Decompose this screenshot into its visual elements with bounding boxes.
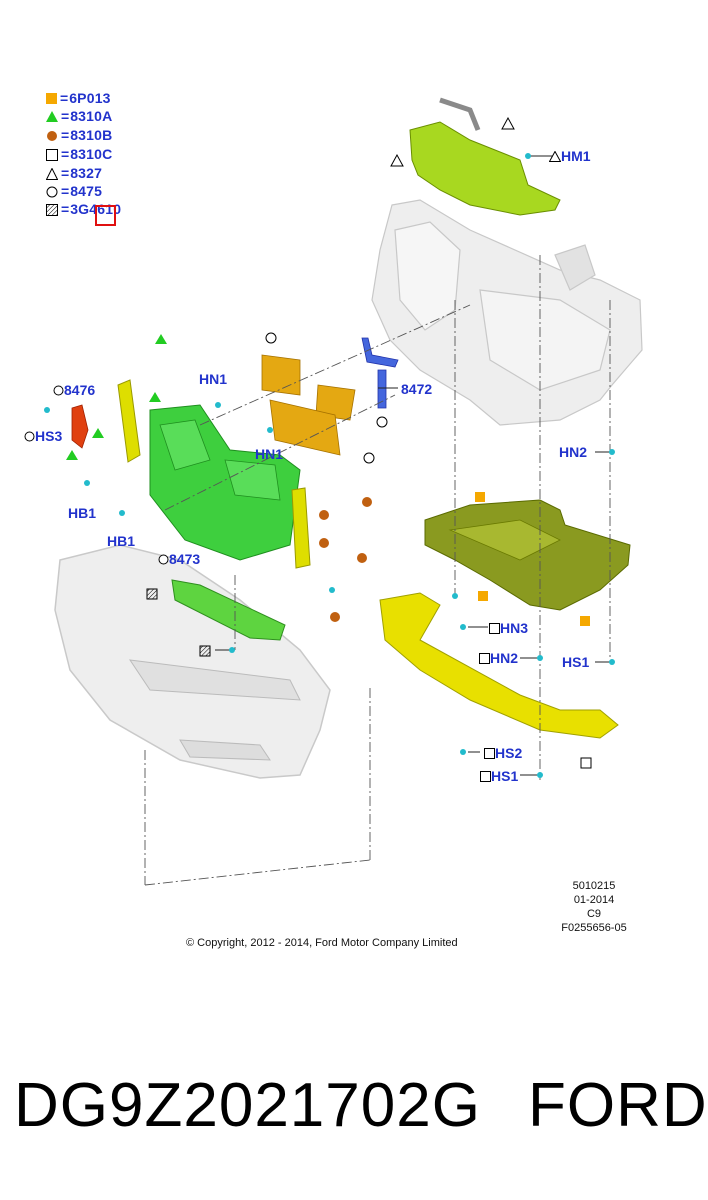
copyright-notice: © Copyright, 2012 - 2014, Ford Motor Com… <box>186 937 458 949</box>
open-circle-icon <box>46 185 58 198</box>
meta-figure-id: F0255656-05 <box>561 922 627 934</box>
orange-square-markers <box>475 492 590 626</box>
legend-code: 6P013 <box>69 90 111 106</box>
open-square-icon <box>480 771 491 782</box>
callout-hn1-top-label: HN1 <box>199 371 228 387</box>
callout-hn3: HN3 <box>489 620 528 636</box>
callout-hs1-right-label: HS1 <box>562 654 590 670</box>
legend-row-8327: = 8327 <box>45 164 103 182</box>
fastener-dots <box>44 153 615 778</box>
hatched-square-icon <box>46 203 58 216</box>
callout-hn2-low: HN2 <box>479 650 518 666</box>
splash-shield <box>379 592 619 739</box>
engine-undertray <box>424 499 631 611</box>
open-circle-icon <box>24 431 35 442</box>
meta-variant: C9 <box>586 908 602 920</box>
legend-equals: = <box>60 90 69 106</box>
bracket-8472 <box>361 337 399 409</box>
callout-hs1-right: HS1 <box>562 654 589 670</box>
seal-8476 <box>71 404 89 449</box>
open-square-markers <box>580 757 592 769</box>
callout-8472: 8472 <box>401 381 432 397</box>
open-circle-icon <box>53 385 64 396</box>
green-triangle-markers <box>66 334 167 460</box>
callout-hn1-mid: HN1 <box>255 446 283 462</box>
callout-hb1-left-label: HB1 <box>68 505 97 521</box>
yellow-bracket-left <box>117 379 141 463</box>
meta-code: 5010215 <box>572 880 616 892</box>
highlight-box <box>95 205 116 226</box>
shutter-blades-upper <box>261 354 356 456</box>
open-square-icon <box>479 653 490 664</box>
legend-equals: = <box>61 183 70 199</box>
part-number: DG9Z2021702G <box>14 1071 481 1140</box>
filled-brown-circle-icon <box>46 129 58 141</box>
legend-code: 8310B <box>70 127 113 143</box>
callout-hn3-label: HN3 <box>500 620 529 636</box>
open-circle-icon <box>158 554 169 565</box>
callout-hn1-top: HN1 <box>199 371 227 387</box>
open-triangle-icon <box>45 167 59 180</box>
callout-8473: 8473 <box>158 551 200 567</box>
callout-hb1-right-label: HB1 <box>107 533 136 549</box>
legend-row-8475: = 8475 <box>46 182 102 200</box>
callout-hb1-left: HB1 <box>68 505 96 521</box>
legend-equals: = <box>61 108 70 124</box>
legend-code: 8310C <box>70 146 113 162</box>
open-triangle-markers <box>390 116 515 167</box>
lower-air-deflector <box>171 579 286 641</box>
callout-hs3-label: HS3 <box>35 428 63 444</box>
upper-radiator-cover <box>409 97 561 216</box>
callout-hs1-low: HS1 <box>480 768 518 784</box>
legend-code: 8327 <box>70 165 103 181</box>
brand-name: FORD <box>528 1071 708 1140</box>
filled-green-triangle-icon <box>46 110 58 122</box>
bumper-cover <box>54 544 331 779</box>
legend-row-6p013: = 6P013 <box>46 89 111 107</box>
callout-hm1: HM1 <box>548 148 591 164</box>
callout-hn2-right-label: HN2 <box>559 444 588 460</box>
parts-diagram: = 6P013 = 8310A = 8310B = 8310C = 8327 = <box>24 89 643 949</box>
callout-hs2: HS2 <box>484 745 522 761</box>
open-circle-markers <box>265 332 388 464</box>
air-deflector-8473 <box>149 404 301 561</box>
callout-hs3: HS3 <box>24 428 62 444</box>
legend-equals: = <box>61 127 70 143</box>
legend-row-8310c: = 8310C <box>46 145 112 163</box>
open-square-icon <box>484 748 495 759</box>
meta-date: 01-2014 <box>573 894 615 906</box>
callout-hn2-right: HN2 <box>559 444 587 460</box>
yellow-bracket-right <box>291 487 311 569</box>
callout-8472-label: 8472 <box>401 381 433 397</box>
radiator-support <box>371 199 643 426</box>
callout-hs1-low-label: HS1 <box>491 768 519 784</box>
legend-row-8310b: = 8310B <box>46 126 112 144</box>
hatched-square-markers <box>146 588 211 657</box>
legend-code: 8475 <box>70 183 103 199</box>
legend-equals: = <box>61 146 70 162</box>
callout-hs2-label: HS2 <box>495 745 523 761</box>
leader-lines <box>144 255 611 886</box>
open-square-icon <box>489 623 500 634</box>
callout-8473-label: 8473 <box>169 551 201 567</box>
exploded-view-illustration <box>44 97 643 886</box>
filled-orange-square-icon <box>46 92 57 104</box>
open-triangle-icon <box>548 150 562 162</box>
drawing-metadata: 5010215 01-2014 C9 F0255656-05 <box>556 880 632 934</box>
callout-hn2-low-label: HN2 <box>490 650 519 666</box>
callout-8476: 8476 <box>53 382 95 398</box>
legend-equals: = <box>61 165 70 181</box>
callout-hb1-right: HB1 <box>107 533 135 549</box>
callout-hm1-label: HM1 <box>561 148 591 164</box>
callout-8476-label: 8476 <box>64 382 96 398</box>
brown-circle-markers <box>319 497 372 622</box>
legend-code: 8310A <box>70 108 113 124</box>
open-square-icon <box>46 148 58 161</box>
legend-row-8310a: = 8310A <box>46 107 112 125</box>
callout-hn1-mid-label: HN1 <box>255 446 284 462</box>
legend-equals: = <box>61 201 70 217</box>
